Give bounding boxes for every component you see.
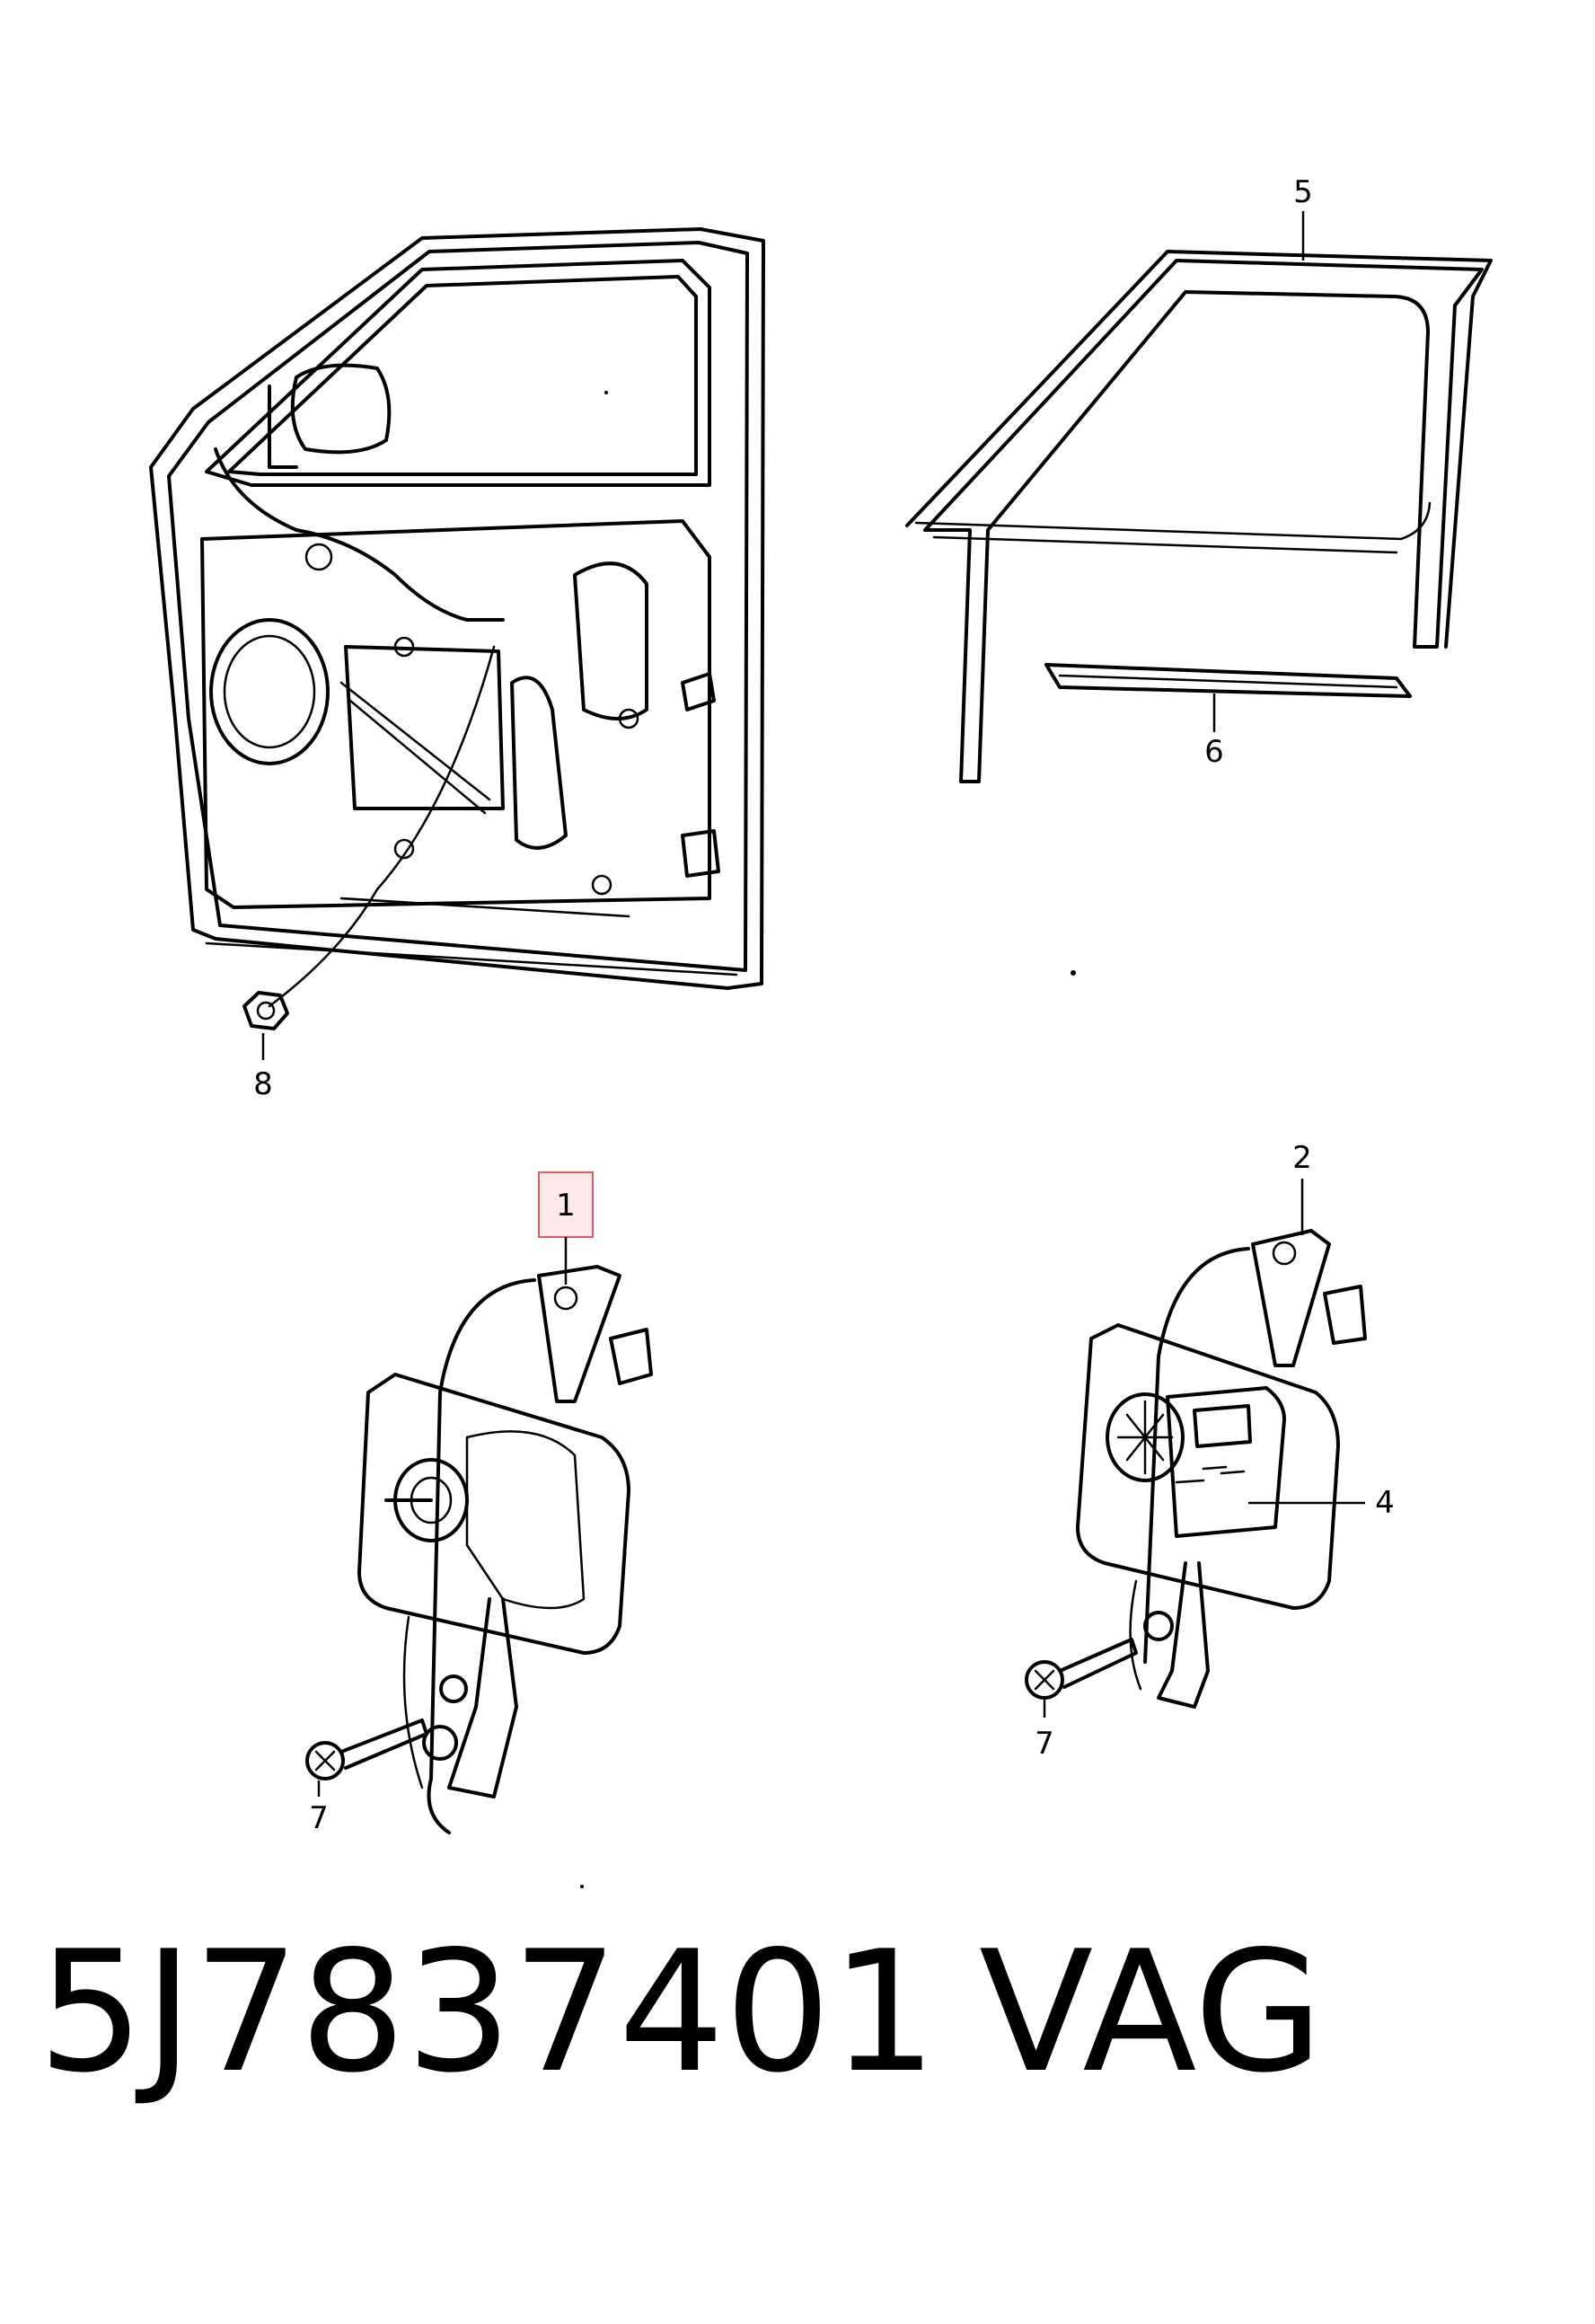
window-regulator-electric-drawing: [1076, 1229, 1367, 1709]
window-regulator-manual-drawing: [357, 1265, 653, 1834]
stray-dot: [604, 391, 608, 394]
part-number-text: 5J7837401: [38, 1914, 938, 2109]
screw-7-right-drawing: [1025, 1638, 1138, 1700]
callout-5[interactable]: 5: [1293, 174, 1313, 210]
window-seal-drawing: [905, 250, 1493, 783]
door-shell-drawing: [149, 227, 765, 1008]
nut-8-drawing: [242, 991, 289, 1030]
callout-6[interactable]: 6: [1204, 734, 1224, 770]
stray-dot: [580, 1885, 584, 1888]
screw-7-left-drawing: [305, 1719, 428, 1781]
callout-1[interactable]: 1: [556, 1188, 576, 1224]
callout-8[interactable]: 8: [253, 1066, 273, 1102]
callout-7-right[interactable]: 7: [1035, 1726, 1054, 1762]
brand-text: VAG: [979, 1914, 1324, 2109]
callout-1-highlight: [538, 1171, 594, 1238]
callout-4[interactable]: 4: [1375, 1485, 1395, 1521]
stray-dot: [1071, 970, 1076, 976]
callout-2[interactable]: 2: [1292, 1140, 1312, 1176]
callout-7-left[interactable]: 7: [309, 1800, 329, 1836]
